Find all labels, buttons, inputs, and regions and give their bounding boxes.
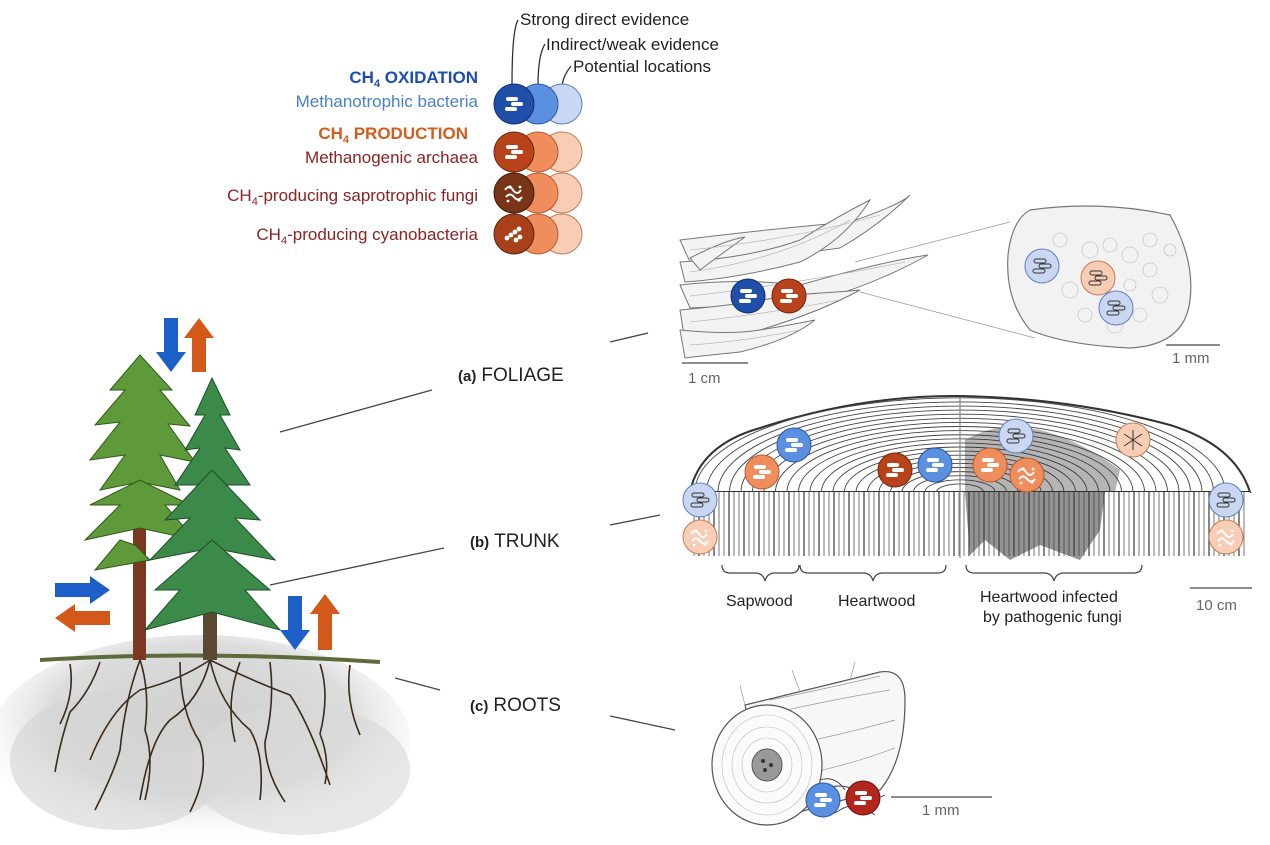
- up-arrow-orange-icon: [184, 318, 214, 372]
- needle-oxidation-potential-marker-2: [1099, 291, 1133, 325]
- infected-heartwood-label-2: by pathogenic fungi: [983, 609, 1122, 626]
- trunk-drawing: Sapwood Heartwood Heartwood infected by …: [683, 396, 1252, 626]
- foliage-left-scalebar-label: 1 cm: [688, 370, 721, 387]
- legend-oxidation-title: CH4 OXIDATION: [349, 68, 478, 90]
- legend-methanotrophic-bacteria: Methanotrophic bacteria: [296, 92, 479, 111]
- legend-leader-potential: [562, 66, 571, 86]
- legend-production-title: CH4 PRODUCTION: [318, 124, 468, 146]
- soil-flux-arrows: [280, 594, 340, 650]
- sapwood-oxidation-potential-marker-right: [1209, 483, 1243, 517]
- left-arrow-orange-icon: [55, 604, 110, 632]
- root-scalebar-label: 1 mm: [922, 802, 960, 819]
- right-arrow-blue-icon: [55, 576, 110, 604]
- foliage-drawing: 1 cm 1 mm: [680, 195, 1220, 387]
- legend-header-potential: Potential locations: [573, 57, 711, 76]
- legend-row-cyano: [494, 214, 582, 254]
- legend-row-archaea: [494, 132, 582, 172]
- infected-heartwood-label-1: Heartwood infected: [980, 589, 1118, 606]
- top-flux-arrows: [156, 318, 214, 372]
- sapwood-label: Sapwood: [726, 593, 793, 610]
- needle-oxidation-potential-marker-1: [1025, 249, 1059, 283]
- sapwood-oxidation-potential-marker-left: [683, 483, 717, 517]
- section-roots-label: (c)ROOTS: [470, 695, 561, 716]
- down-arrow-blue-icon: [156, 318, 186, 372]
- legend-row-fungi: [494, 173, 582, 213]
- legend-header-strong: Strong direct evidence: [520, 10, 689, 29]
- legend-leader-weak: [538, 44, 545, 86]
- legend-leader-strong: [512, 20, 518, 86]
- legend-methanogenic-archaea: Methanogenic archaea: [305, 148, 479, 167]
- section-foliage-label: (a)FOLIAGE: [458, 365, 564, 386]
- sapwood-cyano-potential-marker-left: [683, 520, 717, 554]
- legend-header-weak: Indirect/weak evidence: [546, 35, 719, 54]
- foliage-right-scalebar-label: 1 mm: [1172, 350, 1210, 367]
- region-braces: [722, 565, 1142, 581]
- legend: Strong direct evidence Indirect/weak evi…: [227, 10, 719, 254]
- down-arrow-soil-blue-icon: [280, 596, 310, 650]
- infected-fungi-weak-marker: [1010, 458, 1044, 492]
- up-arrow-soil-orange-icon: [310, 594, 340, 650]
- side-flux-arrows: [55, 576, 110, 632]
- infected-oxidation-potential-marker: [999, 419, 1033, 453]
- root-stele: [752, 749, 782, 781]
- legend-saprotrophic-fungi: CH4-producing saprotrophic fungi: [227, 186, 478, 208]
- legend-fungi-strong: [494, 173, 534, 213]
- needle-production-potential-marker: [1081, 261, 1115, 295]
- heartwood-label: Heartwood: [838, 593, 915, 610]
- root-drawing: 1 mm: [712, 662, 992, 825]
- legend-row-oxidation: [494, 84, 582, 124]
- section-trunk-label: (b)TRUNK: [470, 531, 560, 552]
- legend-cyanobacteria: CH4-producing cyanobacteria: [256, 225, 478, 247]
- sapwood-cyano-potential-marker-right: [1209, 520, 1243, 554]
- trunk-scalebar-label: 10 cm: [1196, 597, 1237, 614]
- tree-illustration: [0, 318, 410, 845]
